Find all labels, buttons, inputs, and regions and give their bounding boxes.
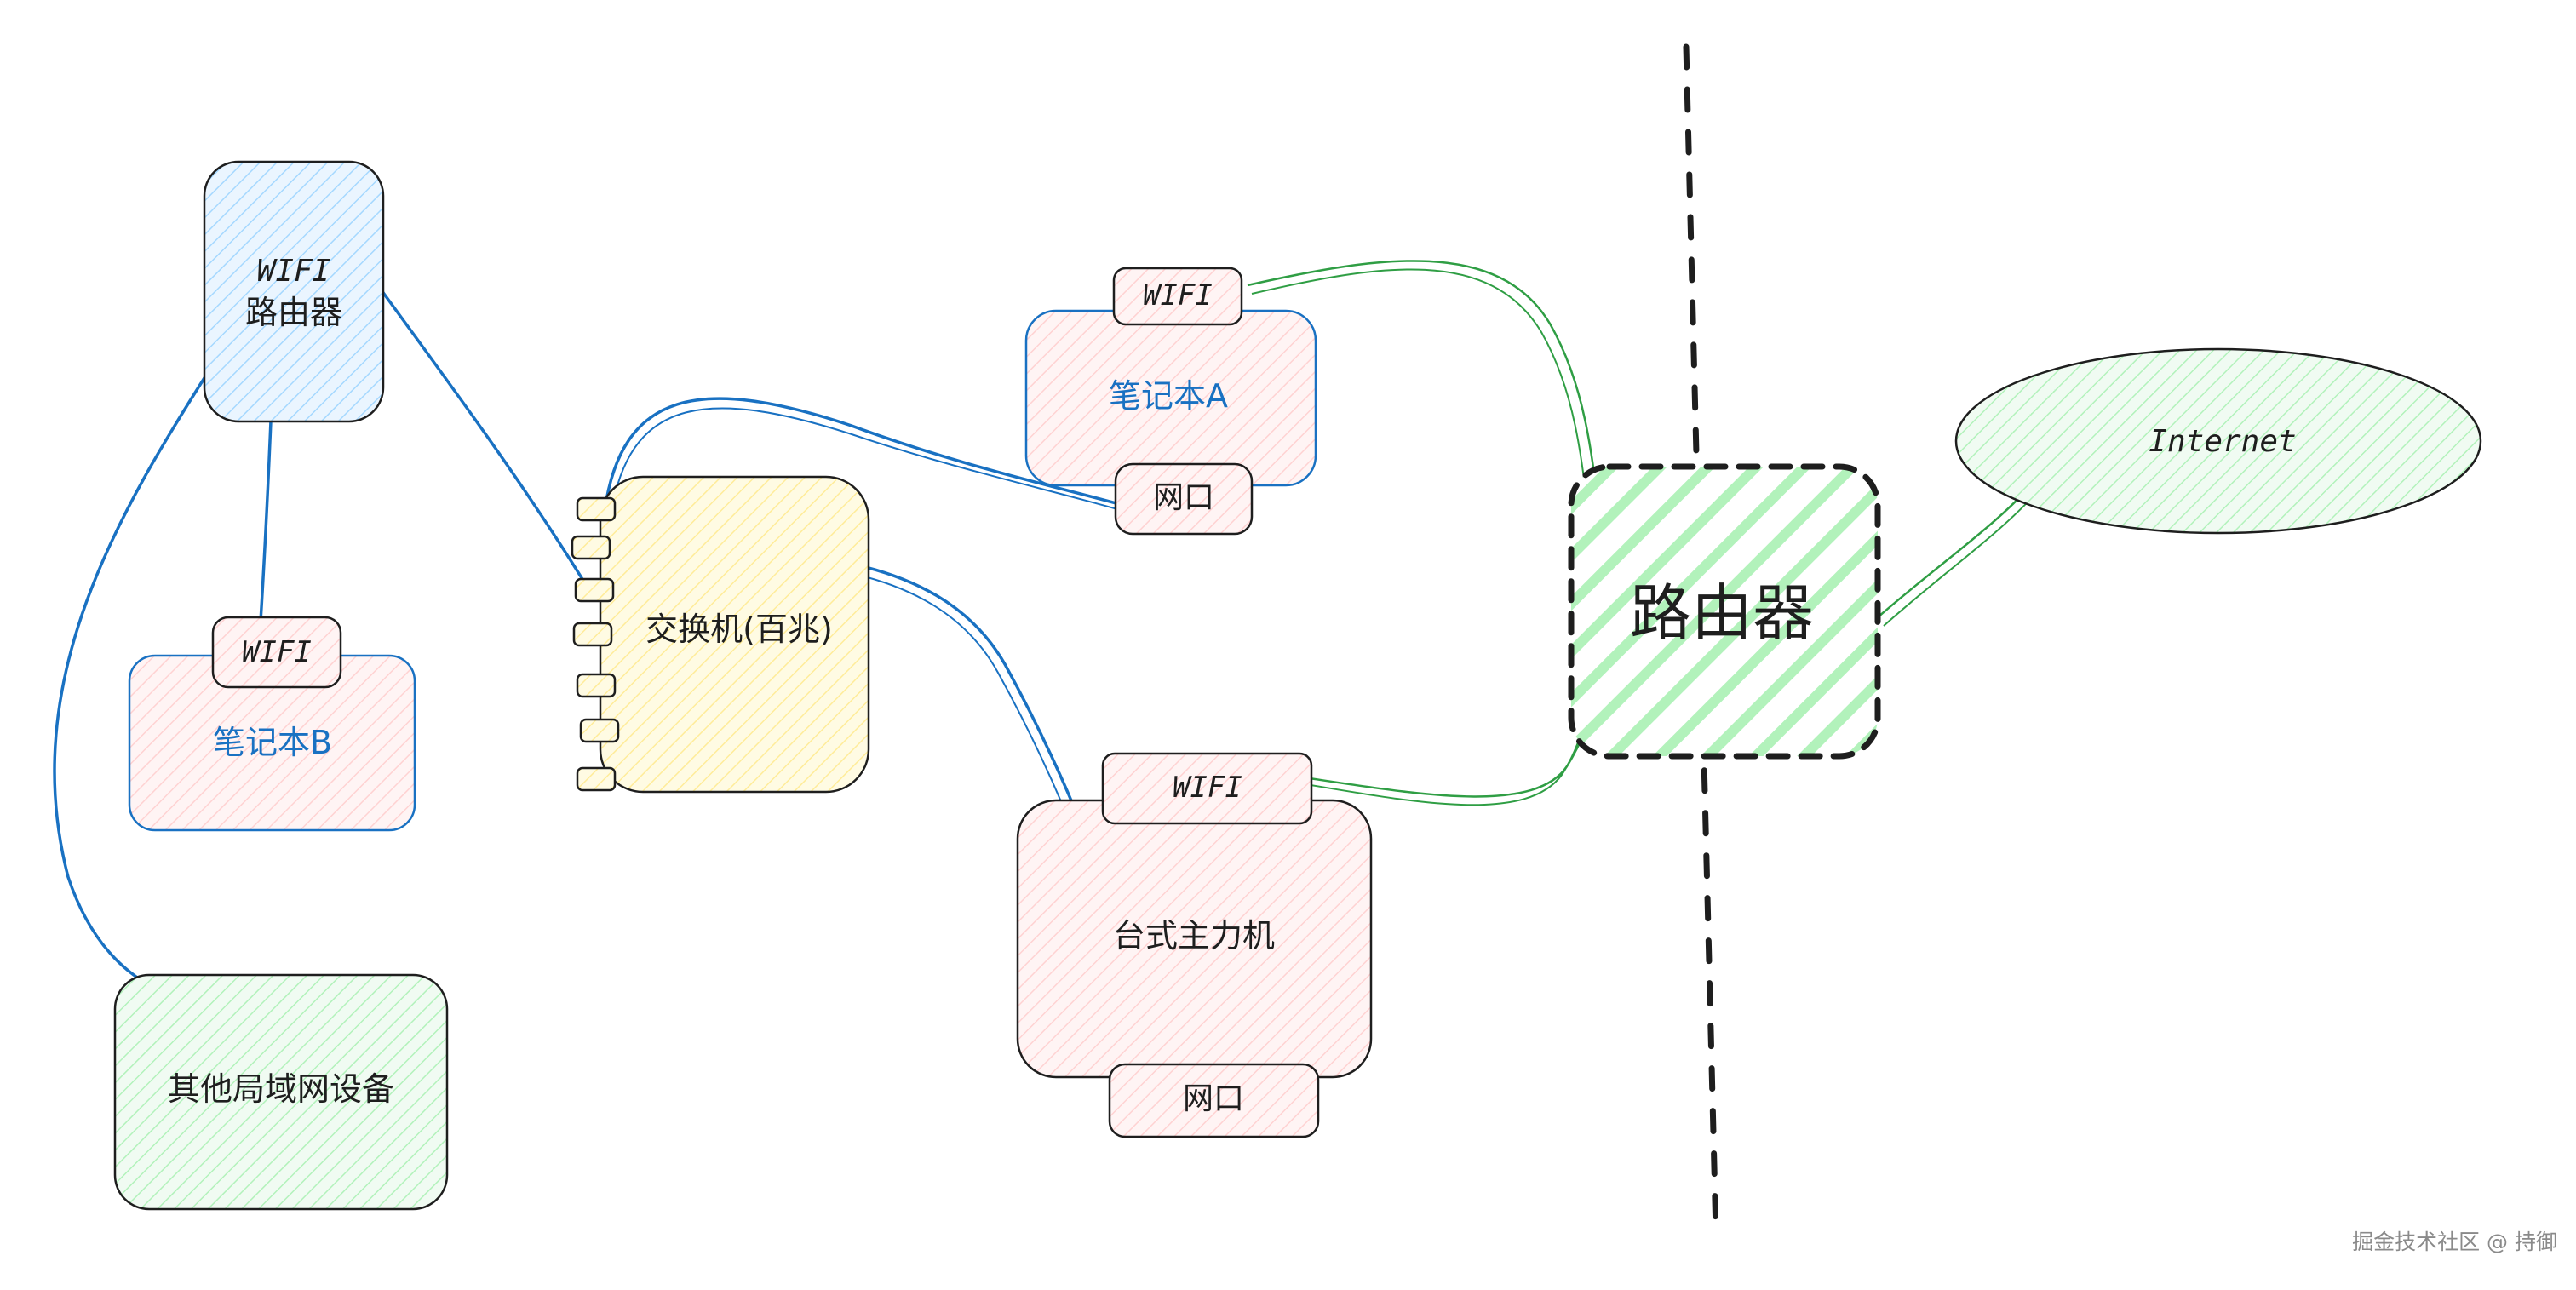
router-label: 路由器 <box>1630 577 1814 649</box>
link-desktop-router <box>1285 672 1603 798</box>
laptop-b-label: 笔记本B <box>213 724 332 761</box>
switch-ports <box>571 496 620 792</box>
desktop-wifi-badge <box>1101 752 1313 825</box>
link-router-internet <box>1877 484 2032 618</box>
desktop-label: 台式主力机 <box>1113 917 1275 955</box>
watermark: 掘金技术社区 @ 持御 <box>2352 1230 2557 1254</box>
laptop-a-node: 笔记本A WIFI 网口 <box>1024 267 1317 536</box>
laptop-b-wifi-badge <box>211 616 342 689</box>
switch-node: 交换机(百兆) <box>571 475 870 794</box>
other-lan-label: 其他局域网设备 <box>168 1070 394 1108</box>
switch-port <box>579 718 620 743</box>
switch-label: 交换机(百兆) <box>645 611 833 648</box>
switch-port <box>574 577 615 603</box>
laptop-a-label: 笔记本A <box>1109 377 1228 415</box>
link-router-otherlan <box>53 361 216 994</box>
desktop-wifi-label: WIFI <box>1173 771 1242 805</box>
laptop-a-wifi-label: WIFI <box>1143 278 1213 312</box>
other-lan-box <box>113 973 449 1211</box>
desktop-port-badge <box>1108 1063 1320 1138</box>
router-box <box>1568 463 1881 760</box>
desktop-node: 台式主力机 WIFI 网口 <box>1016 752 1373 1138</box>
internet-label: Internet <box>2149 424 2296 459</box>
wifi-router-node: WIFI 路由器 <box>203 160 385 423</box>
internet-node: Internet <box>1954 347 2482 535</box>
laptop-a-port-badge <box>1114 462 1254 536</box>
link-switch-laptopa <box>603 397 1159 517</box>
switch-port <box>576 496 617 522</box>
laptop-b-node: 笔记本B WIFI <box>128 616 416 832</box>
router-node: 路由器 <box>1568 463 1881 760</box>
wifi-router-label-line2: 路由器 <box>245 294 342 331</box>
wifi-router-label-line1: WIFI <box>257 254 331 289</box>
laptop-a-wifi-badge <box>1112 267 1243 326</box>
link-router-switch <box>373 279 589 588</box>
internet-ellipse <box>1954 347 2482 535</box>
other-lan-node: 其他局域网设备 <box>113 973 449 1211</box>
switch-port <box>576 673 617 698</box>
laptop-a-port-label: 网口 <box>1153 480 1214 515</box>
wifi-router-box <box>203 160 385 423</box>
switch-port <box>576 766 617 792</box>
link-laptopa-router <box>1247 260 1603 533</box>
laptop-b-wifi-label: WIFI <box>242 635 312 669</box>
switch-port <box>572 622 613 647</box>
desktop-port-label: 网口 <box>1183 1081 1244 1116</box>
switch-port <box>571 535 611 560</box>
